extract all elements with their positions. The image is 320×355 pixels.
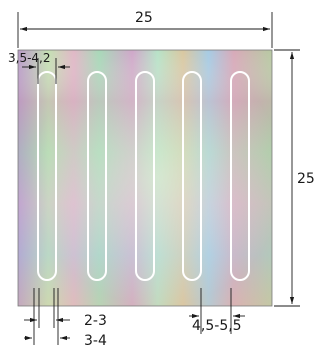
sample-plate bbox=[17, 49, 273, 307]
slot-5 bbox=[230, 71, 250, 281]
bottom-gap-b-label: 3-4 bbox=[84, 333, 107, 349]
slot-1 bbox=[37, 71, 57, 281]
bottom-right-dimension bbox=[189, 288, 245, 334]
bottom-gap-a-label: 2-3 bbox=[84, 313, 107, 329]
slot-group bbox=[37, 71, 250, 281]
slot-width-label: 3,5-4,2 bbox=[8, 51, 51, 65]
bottom-spacing-label: 4,5-5,5 bbox=[192, 318, 242, 334]
slot-2 bbox=[87, 71, 107, 281]
bottom-left-dimensions bbox=[24, 288, 70, 345]
slot-3 bbox=[135, 71, 155, 281]
top-width-label: 25 bbox=[135, 10, 153, 26]
right-dimension bbox=[274, 49, 300, 307]
right-height-label: 25 bbox=[297, 171, 315, 187]
slot-4 bbox=[182, 71, 202, 281]
top-dimension bbox=[17, 12, 273, 48]
slot-width-dimension bbox=[22, 58, 70, 84]
